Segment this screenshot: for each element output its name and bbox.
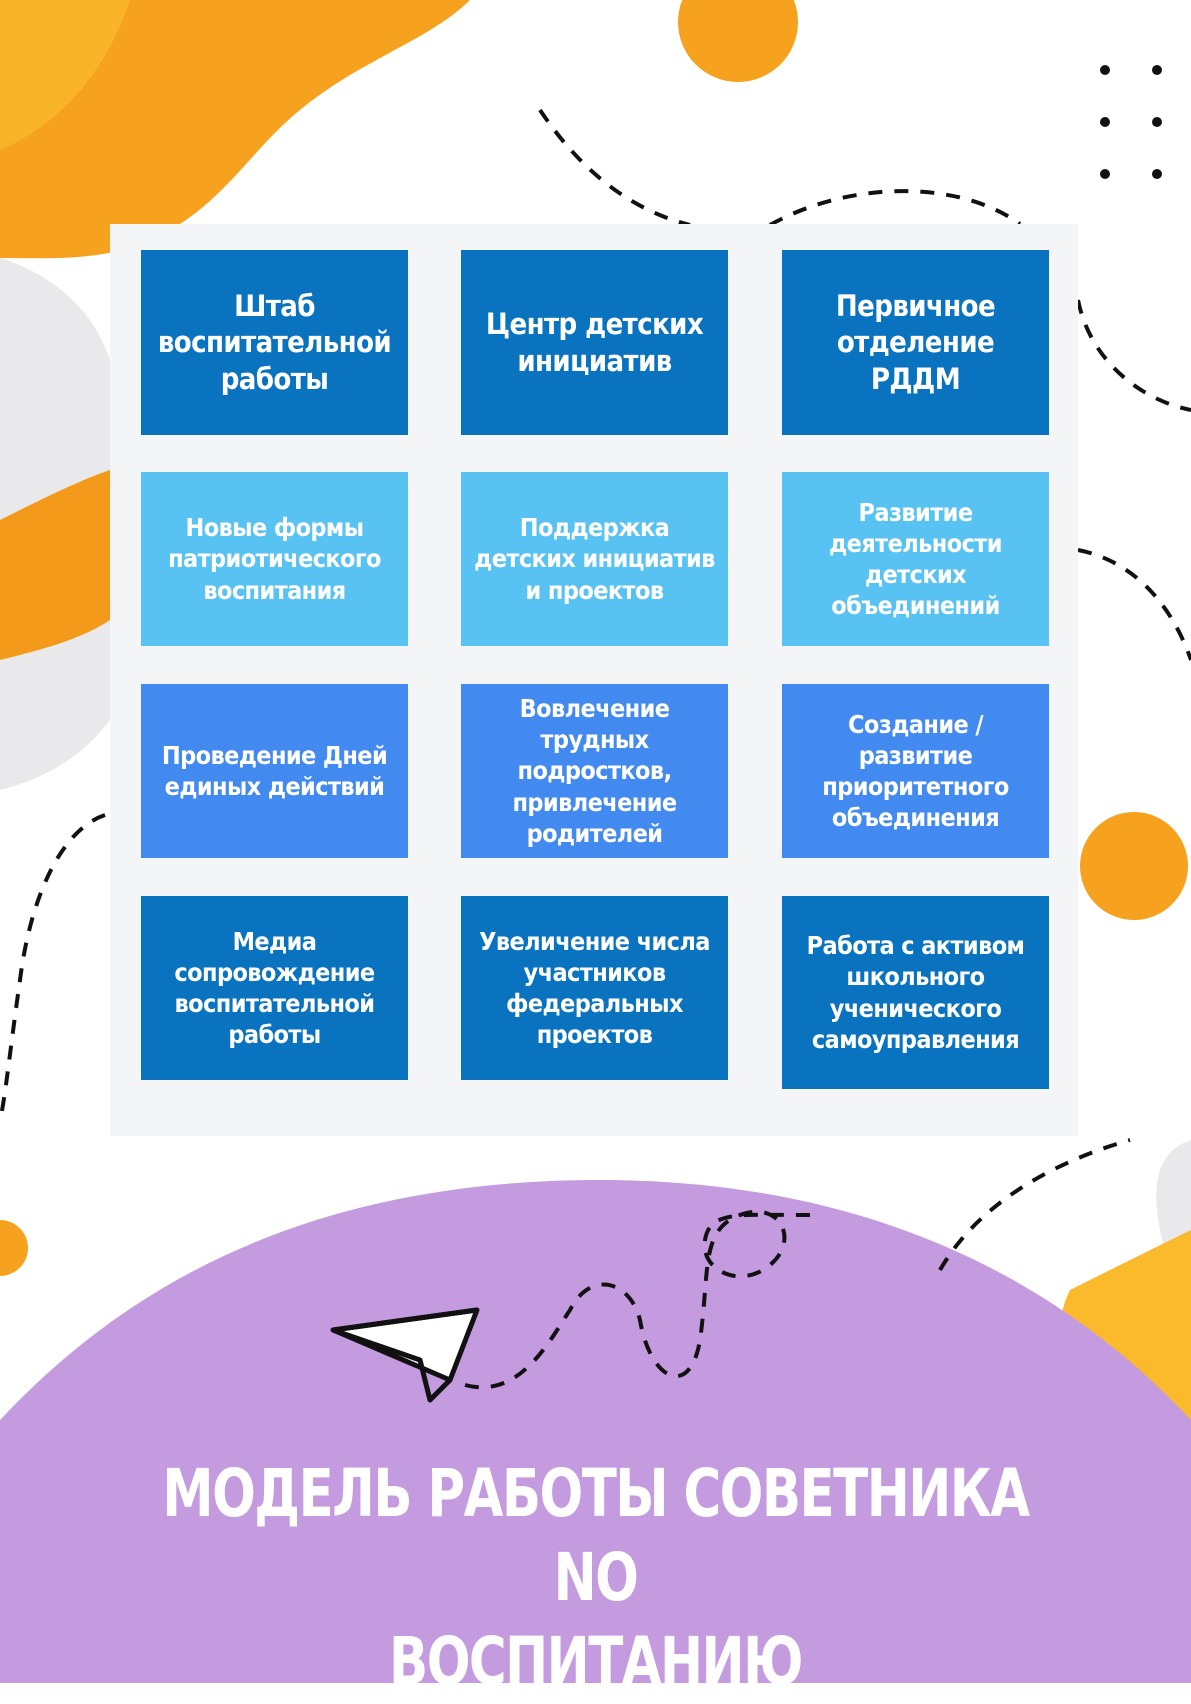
tile-line: Медиа (232, 926, 317, 956)
tile-children-initiatives-center: Центр детских инициатив (461, 250, 728, 435)
tile-line: и проектов (525, 575, 665, 605)
orange-circle-right (1080, 812, 1188, 920)
tile-line: самоуправления (811, 1024, 1020, 1054)
orange-blob-top-left (0, 0, 470, 259)
dots-grid (1100, 65, 1162, 179)
tile-patriotic-education: Новые формы патриотического воспитания (141, 472, 408, 646)
tile-line: Работа с активом (806, 931, 1025, 960)
tile-line: ученического (829, 993, 1002, 1023)
tile-line: Увеличение числа (479, 926, 710, 956)
tile-line: Проведение Дней (161, 740, 388, 770)
model-grid-panel: Штаб воспитательной работы Центр детских… (110, 224, 1078, 1136)
tile-line: родителей (526, 818, 663, 848)
tile-line: детских инициатив (474, 544, 715, 574)
orange-circle-top (678, 0, 798, 82)
tile-staff-education: Штаб воспитательной работы (141, 250, 408, 435)
page-title: МОДЕЛЬ РАБОТЫ СОВЕТНИКА NO ВОСПИТАНИЮ (131, 1452, 1060, 1704)
tile-line: Создание / развитие (848, 709, 984, 770)
tile-federal-projects: Увеличение числа участников федеральных … (461, 896, 728, 1080)
dashed-lines (0, 108, 1191, 1390)
tile-line: Первичное (835, 289, 996, 324)
tile-line: Новые формы (185, 513, 365, 543)
tile-line: объединения (831, 803, 1000, 833)
tile-line: привлечение (512, 787, 677, 817)
tile-line: Поддержка (519, 513, 670, 543)
tile-line: воспитательной (157, 325, 392, 360)
tile-line: школьного (846, 962, 985, 992)
tile-line: инициатив (517, 343, 672, 378)
purple-dome (0, 1180, 1191, 1683)
tile-line: подростков, (517, 756, 673, 786)
tile-line: воспитания (203, 575, 346, 605)
tile-days-of-unified-actions: Проведение Дней единых действий (141, 684, 408, 858)
tile-priority-association: Создание / развитие приоритетного объеди… (782, 684, 1049, 858)
tile-line: единых действий (164, 772, 385, 801)
orange-circle-left (0, 1220, 28, 1276)
tile-support-initiatives: Поддержка детских инициатив и проектов (461, 472, 728, 646)
tile-primary-branch-rddm: Первичное отделение РДДМ (782, 250, 1049, 435)
tile-line: сопровождение (174, 957, 375, 987)
tile-line: проектов (536, 1020, 653, 1050)
tile-line: приоритетного (822, 772, 1009, 801)
tile-line: работы (228, 1020, 321, 1050)
tile-line: Центр детских (485, 307, 704, 342)
tile-line: отделение (836, 325, 995, 360)
tile-student-self-government: Работа с активом школьного ученического … (782, 896, 1049, 1089)
tile-line: патриотического (168, 544, 381, 574)
tile-line: детских (864, 560, 967, 589)
tile-line: Развитие (858, 497, 974, 527)
tile-line: участников (523, 957, 667, 987)
orange-blob-highlight (0, 0, 130, 150)
tile-line: воспитательной (174, 989, 375, 1018)
tile-line: РДДМ (870, 361, 961, 396)
tile-line: федеральных (506, 989, 683, 1018)
page-title-line: МОДЕЛЬ РАБОТЫ СОВЕТНИКА NO (162, 1455, 1030, 1616)
tile-line: деятельности (829, 528, 1002, 558)
paper-plane-icon (330, 1307, 480, 1403)
tile-children-associations: Развитие деятельности детских объединени… (782, 472, 1049, 646)
tile-line: Вовлечение трудных (519, 693, 670, 755)
page-title-line: ВОСПИТАНИЮ (389, 1623, 803, 1700)
tile-line: работы (220, 361, 329, 396)
tile-media-support: Медиа сопровождение воспитательной работ… (141, 896, 408, 1080)
tile-line: Штаб (234, 289, 315, 324)
tile-difficult-teens: Вовлечение трудных подростков, привлечен… (461, 684, 728, 858)
orange-blob-left (0, 470, 110, 660)
tile-line: объединений (831, 591, 1000, 621)
